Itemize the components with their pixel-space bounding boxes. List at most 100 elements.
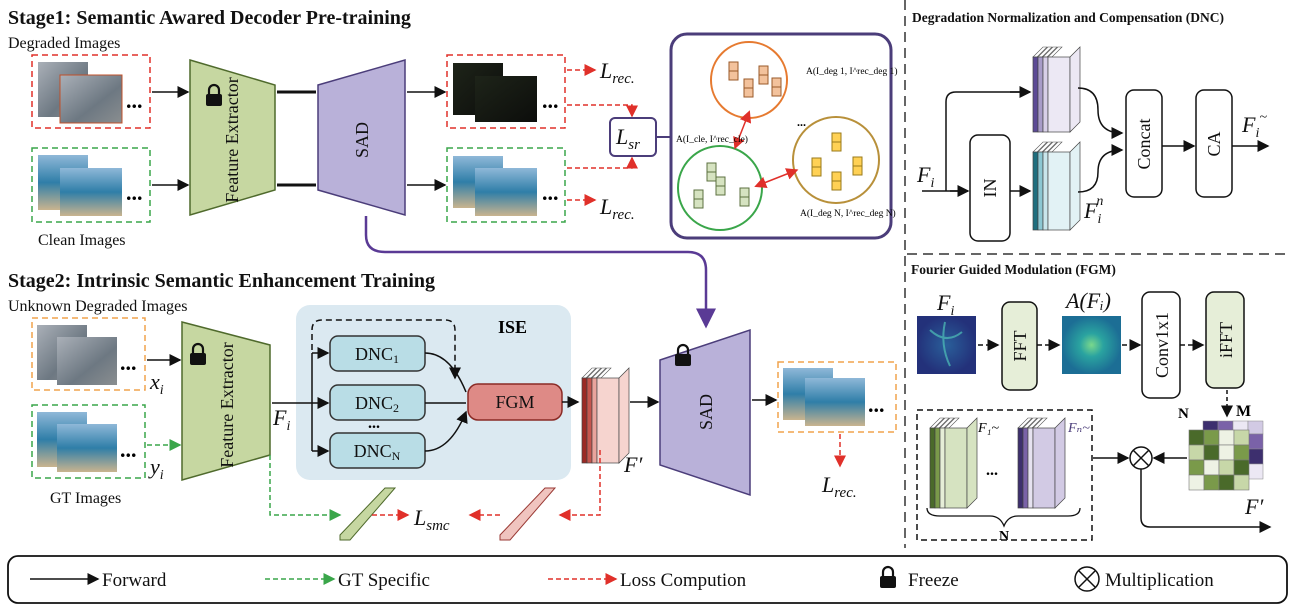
clean-images-box — [31, 147, 151, 223]
mask-cell — [1218, 474, 1235, 491]
degraded-image-thumb — [57, 337, 117, 385]
gt-image-thumb — [57, 424, 117, 472]
in-block — [969, 134, 1011, 242]
mask-cell-back — [1247, 448, 1264, 465]
forward-arrow — [1077, 144, 1124, 193]
refined-feature-1-slice — [939, 427, 946, 509]
dnc-original-feature-side — [1069, 46, 1081, 133]
feature-cell — [831, 180, 842, 191]
legend-freeze: Freeze — [908, 570, 959, 591]
mask-cell — [1188, 444, 1205, 461]
cluster-label-degN: A(I_deg N, I^rec_deg N) — [800, 208, 896, 219]
ellipsis: ... — [120, 437, 137, 462]
feature-cell — [743, 87, 754, 98]
degraded-image-thumb — [59, 74, 123, 124]
forward-arrow — [1077, 87, 1124, 139]
dnc-normalized-feature-slice — [1032, 151, 1039, 231]
sad-label: SAD — [352, 122, 372, 158]
amplitude-spectrum-image — [1062, 316, 1121, 374]
degraded-images-box — [31, 54, 151, 129]
ellipsis: ... — [368, 415, 380, 432]
gt-arrow — [269, 455, 342, 521]
mask-cell — [1218, 444, 1235, 461]
unknown-degraded-label: Unknown Degraded Images — [8, 298, 188, 315]
recon-image-thumb — [475, 76, 537, 122]
mask-cell — [1188, 474, 1205, 491]
fft-label: FFT — [1010, 330, 1030, 361]
mask-cell-back — [1247, 420, 1264, 435]
m-label: M — [1236, 403, 1251, 420]
mask-cell — [1218, 459, 1235, 476]
conv1x1-label: Conv1x1 — [1152, 312, 1172, 378]
gt-images-box — [31, 404, 146, 479]
lock-icon — [675, 343, 691, 366]
refined-feature-N-slice — [1022, 427, 1029, 509]
distance-arrow — [754, 168, 799, 189]
refined-feature-stacks — [929, 417, 1066, 509]
dnc-original-feature-slice — [1037, 56, 1044, 133]
dnc-normalized-feature-side — [1069, 141, 1081, 231]
fgm-label: FGM — [495, 392, 534, 412]
n-brace-label: N — [999, 529, 1009, 544]
f-prime-feature-slice — [586, 377, 593, 464]
stage2-sad — [659, 328, 751, 497]
stage2-title: Stage2: Intrinsic Semantic Enhancement T… — [8, 270, 435, 292]
restored-output-box — [777, 361, 897, 433]
mask-cell — [1233, 444, 1250, 461]
legend-gt: GT Specific — [338, 570, 430, 591]
x-i-label: xi — [149, 369, 164, 398]
refined-feature-N-slice — [1027, 427, 1034, 509]
dnc-normalized-feature-slice — [1042, 151, 1049, 231]
dnc-normalized-feature-slice — [1047, 151, 1071, 231]
loss-smc: Lsmc — [413, 505, 450, 534]
feature-map-pattern — [929, 321, 963, 367]
unknown-degraded-box — [31, 317, 146, 391]
recon-image-thumb — [475, 168, 537, 216]
branch-lines — [272, 353, 313, 451]
feature-cell — [831, 141, 842, 152]
ellipsis: ... — [797, 115, 806, 129]
refined-features-group — [916, 409, 1093, 541]
degraded-images-label: Degraded Images — [8, 35, 120, 52]
dnc-panel-title: Degradation Normalization and Compensati… — [912, 10, 1224, 25]
skip-connection — [311, 319, 461, 380]
loss-arrow — [558, 450, 601, 521]
forward-arrow — [1140, 469, 1272, 533]
fgm-fi-label: Fi — [936, 290, 954, 319]
feature-cell — [693, 198, 704, 209]
sad-label: SAD — [696, 394, 716, 430]
weight-transfer-arrow — [364, 216, 716, 329]
mask-cell-back — [1247, 433, 1264, 450]
mask-cell — [1203, 429, 1220, 446]
mask-cell — [1233, 459, 1250, 476]
concat-label: Concat — [1134, 119, 1154, 170]
feature-cell — [758, 74, 769, 85]
feature-extractor-label: Feature Extractor — [222, 77, 242, 202]
gt-images-label: GT Images — [50, 490, 121, 507]
mask-cell — [1203, 444, 1220, 461]
loss-sr: Lsr — [615, 124, 640, 153]
legend-multiplication-icon — [1074, 566, 1100, 592]
feature-cell — [758, 65, 769, 76]
ise-label: ISE — [498, 317, 527, 337]
feature-cell — [728, 70, 739, 81]
merge-arrows — [424, 352, 466, 452]
feature-cell — [811, 157, 822, 168]
ellipsis: ... — [542, 180, 559, 205]
feature-cell — [852, 156, 863, 167]
legend-multiplication: Multiplication — [1105, 570, 1214, 591]
lock-icon — [190, 342, 206, 365]
fn-label: Fₙ~ — [1067, 421, 1090, 436]
mask-cell — [1203, 459, 1220, 476]
dnc-feature-stacks — [1032, 46, 1081, 231]
f-prime-label: F′ — [623, 452, 643, 477]
fi-label: Fi — [272, 405, 290, 434]
legend — [7, 555, 1288, 604]
mask-cell — [1188, 459, 1205, 476]
feature-cell — [771, 86, 782, 97]
clean-images-label: Clean Images — [38, 232, 126, 249]
refined-feature-1-slice — [944, 427, 968, 509]
degradedN-cluster — [792, 116, 880, 204]
